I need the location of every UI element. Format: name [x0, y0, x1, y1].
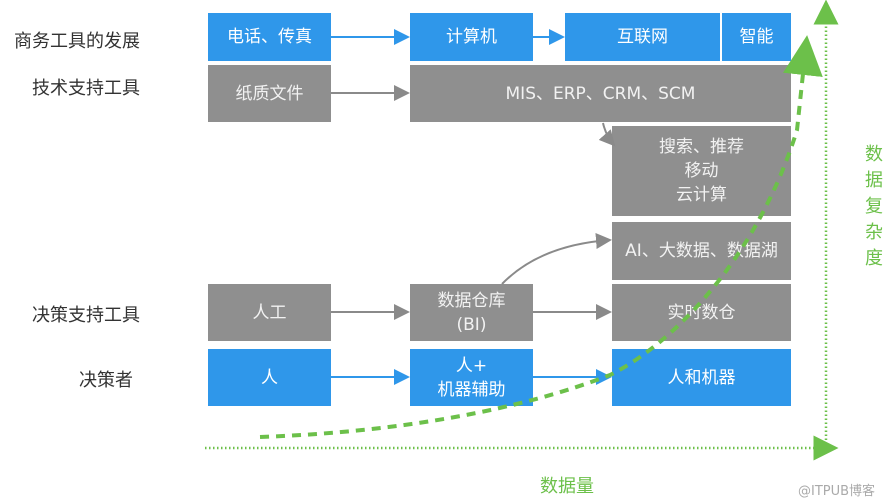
growth-curve [259, 35, 823, 439]
box-realtime-dw: 实时数仓 [612, 284, 791, 341]
dw-line-1: 数据仓库 [437, 290, 506, 311]
hm-line-2: 机器辅助 [437, 379, 506, 400]
arrow-mis-to-search [598, 122, 616, 147]
row-label-tech-support: 技术支持工具 [32, 78, 140, 99]
search-line-1: 搜索、推荐 [659, 137, 744, 157]
y-axis-label: 数据复杂度 [862, 142, 886, 272]
dw-line-2: (BI) [456, 314, 487, 335]
x-axis-label: 数据量 [540, 476, 594, 497]
y-axis-label-char: 度 [865, 248, 883, 269]
watermark: @ITPUB博客 [798, 484, 876, 499]
y-axis-label-char: 复 [865, 196, 883, 217]
row-label-business-tools: 商务工具的发展 [14, 31, 140, 52]
y-axis-label-char: 数 [865, 144, 883, 165]
box-data-warehouse-bi: 数据仓库 (BI) [410, 284, 533, 341]
hm-line-1: 人+ [455, 355, 488, 376]
search-line-2: 移动 [684, 161, 719, 181]
box-ai-bigdata-datalake: AI、大数据、数据湖 [612, 222, 791, 280]
box-phone-fax: 电话、传真 [208, 13, 331, 61]
box-human-and-machine: 人和机器 [612, 349, 791, 406]
box-search-mobile-cloud: 搜索、推荐 移动 云计算 [612, 126, 791, 216]
box-human: 人 [208, 349, 331, 406]
box-paper-docs: 纸质文件 [208, 65, 331, 122]
y-axis-label-char: 杂 [865, 222, 883, 243]
box-computer: 计算机 [410, 13, 533, 61]
row-label-decision-support: 决策支持工具 [32, 305, 140, 326]
box-mis-erp-crm-scm: MIS、ERP、CRM、SCM [410, 65, 791, 122]
box-intelligence: 智能 [722, 13, 791, 61]
box-internet: 互联网 [565, 13, 720, 61]
box-manual: 人工 [208, 284, 331, 341]
y-axis-label-char: 据 [865, 170, 883, 191]
box-human-machine-assist: 人+ 机器辅助 [410, 349, 533, 406]
search-line-3: 云计算 [676, 185, 727, 205]
row-label-decision-maker: 决策者 [79, 370, 133, 391]
arrow-dw-to-ai [501, 233, 612, 285]
